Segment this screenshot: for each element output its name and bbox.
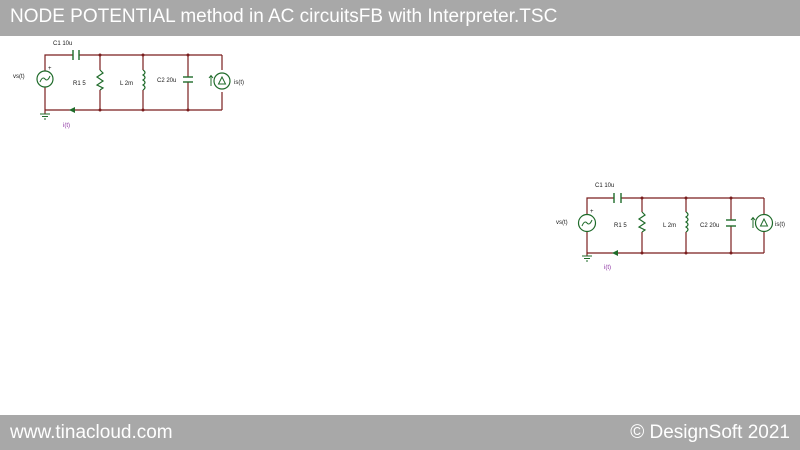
voltage-source-vs: +: [36, 66, 54, 88]
current-label: i(t): [604, 265, 611, 271]
c1-label: C1 10u: [595, 183, 614, 189]
r1-label: R1 5: [614, 223, 627, 229]
ground-icon: [582, 255, 592, 262]
capacitor-c1: [613, 193, 622, 203]
circuit-schematic-top: + C1 10u R1 5 L 2m C2 20u vs(t) is(t) i(…: [13, 41, 244, 129]
capacitor-c2: [726, 219, 736, 227]
resistor-r1: [637, 211, 647, 233]
vs-label: vs(t): [13, 74, 25, 80]
inductor-l: [684, 211, 689, 233]
resistor-r1: [95, 69, 105, 91]
capacitor-c2: [183, 76, 193, 83]
current-label: i(t): [63, 123, 70, 129]
r1-label: R1 5: [73, 81, 86, 87]
voltage-source-vs: +: [577, 209, 597, 233]
ground-icon: [40, 113, 50, 120]
inductor-l: [141, 69, 146, 91]
current-arrow: [612, 250, 618, 256]
current-source-is: [750, 213, 774, 233]
l-label: L 2m: [663, 223, 676, 229]
circuit-schematic-bottom: + C1 10u R1 5 L 2m C2 20u vs(t) is(t) i(…: [556, 183, 785, 271]
current-arrow: [69, 107, 75, 113]
website-link[interactable]: www.tinacloud.com: [10, 422, 173, 443]
svg-text:+: +: [48, 66, 52, 72]
c2-label: C2 20u: [157, 78, 176, 84]
title-bar: NODE POTENTIAL method in AC circuitsFB w…: [0, 0, 800, 36]
copyright-text: © DesignSoft 2021: [630, 422, 790, 443]
l-label: L 2m: [120, 81, 133, 87]
is-label: is(t): [775, 222, 785, 228]
page-title: NODE POTENTIAL method in AC circuitsFB w…: [10, 6, 558, 27]
current-source-is: [208, 72, 231, 90]
is-label: is(t): [234, 80, 244, 86]
c1-label: C1 10u: [53, 41, 72, 47]
svg-text:+: +: [590, 209, 594, 215]
c2-label: C2 20u: [700, 223, 719, 229]
footer-bar: www.tinacloud.com © DesignSoft 2021: [0, 415, 800, 450]
vs-label: vs(t): [556, 220, 568, 226]
capacitor-c1: [72, 50, 80, 60]
